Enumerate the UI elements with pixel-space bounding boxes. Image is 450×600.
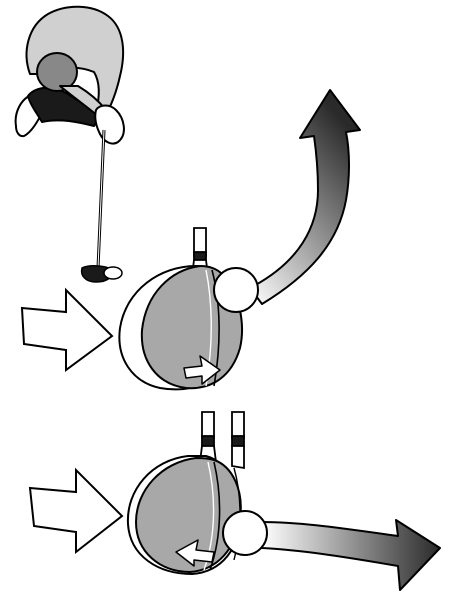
clubface-closed-panel bbox=[28, 411, 441, 591]
clubface-rotation-arrow-icon bbox=[175, 539, 215, 567]
golfer-figure bbox=[14, 5, 125, 145]
clubface-rotation-arrow-icon bbox=[183, 355, 221, 385]
clubface-line bbox=[209, 461, 221, 571]
swing-direction-arrow-icon bbox=[20, 287, 114, 372]
ball-flight-curve-arrow-icon bbox=[249, 89, 361, 305]
golfer-top-view-panel bbox=[14, 5, 125, 283]
clubface-open-panel bbox=[20, 89, 361, 391]
golf-ball-icon bbox=[213, 267, 259, 313]
golf-ball-icon bbox=[103, 266, 123, 280]
swing-direction-arrow-icon bbox=[28, 467, 124, 555]
head-cap-icon bbox=[36, 52, 78, 92]
golf-ball-icon bbox=[222, 510, 268, 556]
hands-icon bbox=[94, 104, 125, 145]
ball-flight-straight-arrow-icon bbox=[261, 519, 441, 591]
